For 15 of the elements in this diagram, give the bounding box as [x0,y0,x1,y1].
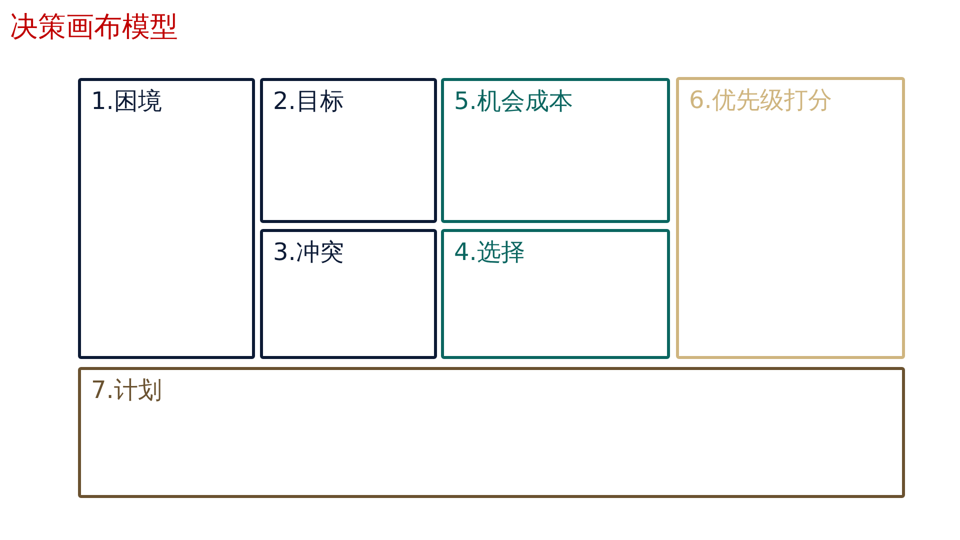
canvas-section-box [260,229,437,359]
section-heading: 3.冲突 [273,237,344,268]
title: 决策画布模型 [10,9,178,45]
section-heading: 4.选择 [454,237,525,268]
canvas-section-box [260,78,437,223]
canvas-section-box [441,229,670,359]
canvas-section-box [676,77,905,359]
section-heading: 1.困境 [91,86,162,117]
section-heading: 5.机会成本 [454,86,573,117]
section-heading: 6.优先级打分 [689,85,832,116]
section-heading: 2.目标 [273,86,344,117]
section-heading: 7.计划 [91,375,162,406]
canvas-section-box [78,367,905,498]
canvas-section-box [441,78,670,223]
canvas-section-box [78,78,255,359]
